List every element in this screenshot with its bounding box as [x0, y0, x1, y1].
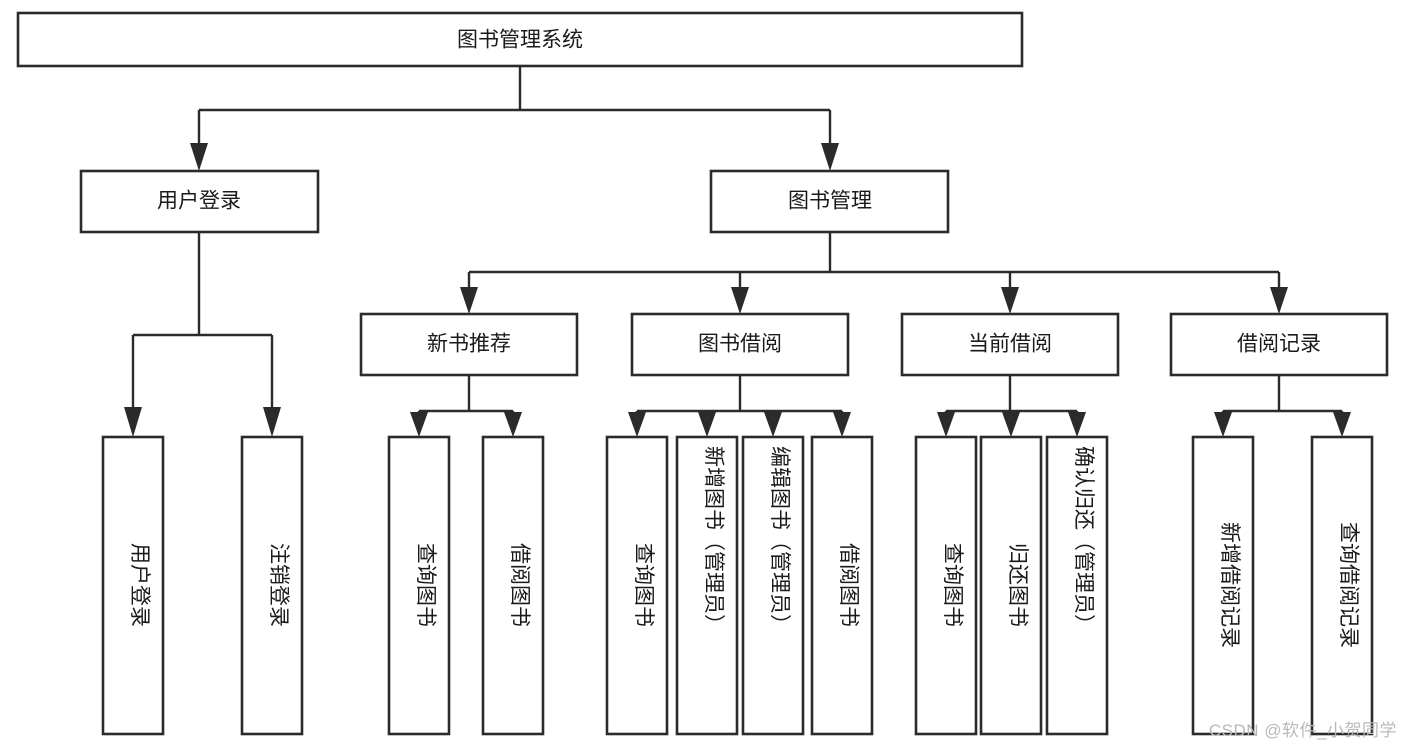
arrow-bookmanage-to-borrowrecord-icon	[1270, 287, 1288, 314]
leaf-return-book-box[interactable]	[979, 435, 1043, 736]
leaf-add-book-box[interactable]	[675, 435, 739, 736]
leaf-query-book-2[interactable]: 查询图书	[605, 435, 669, 736]
node-borrow-record-box[interactable]	[1169, 312, 1389, 377]
leaf-return-book-label: 归还图书	[1006, 543, 1029, 627]
leaf-query-record-box[interactable]	[1310, 435, 1374, 736]
arrow-borrowrecord-leaf2-icon	[1333, 412, 1351, 437]
node-user-login-label: 用户登录	[157, 190, 241, 213]
arrow-bookborrow-leaf3-icon	[764, 412, 782, 437]
leaf-edit-book-label: 编辑图书（管理员）	[768, 446, 791, 635]
node-root[interactable]: 图书管理系统	[16, 11, 1024, 68]
leaf-borrow-book-2-box[interactable]	[810, 435, 874, 736]
leaf-borrow-book-2[interactable]: 借阅图书	[810, 435, 874, 736]
leaf-add-record-label: 新增借阅记录	[1218, 522, 1241, 648]
leaf-return-book[interactable]: 归还图书	[979, 435, 1043, 736]
node-current-borrow-box[interactable]	[900, 312, 1120, 377]
node-book-borrow-label: 图书借阅	[698, 333, 782, 356]
arrow-newbook-leaf1-icon	[410, 412, 428, 437]
connector-layer	[124, 66, 1351, 437]
leaf-confirm-return-box[interactable]	[1045, 435, 1109, 736]
leaf-user-login[interactable]: 用户登录	[101, 435, 165, 736]
leaf-borrow-book-1-box[interactable]	[481, 435, 545, 736]
leaf-query-book-1-box[interactable]	[387, 435, 451, 736]
node-book-borrow-box[interactable]	[630, 312, 850, 377]
node-new-book-recommend-box[interactable]	[359, 312, 579, 377]
arrow-bookborrow-leaf2-icon	[698, 412, 716, 437]
node-new-book-recommend[interactable]: 新书推荐	[359, 312, 579, 377]
leaf-query-book-2-box[interactable]	[605, 435, 669, 736]
leaf-add-book[interactable]: 新增图书（管理员）	[675, 435, 739, 736]
leaf-logout-login-label: 注销登录	[267, 543, 290, 627]
leaf-query-book-3-box[interactable]	[914, 435, 978, 736]
arrow-bookmanage-to-bookborrow-icon	[731, 287, 749, 314]
arrow-userlogin-leaf2-icon	[263, 407, 281, 437]
node-user-login[interactable]: 用户登录	[79, 169, 320, 234]
arrow-bookmanage-to-newbook-icon	[460, 287, 478, 314]
leaf-query-book-3-label: 查询图书	[941, 543, 964, 627]
leaf-user-login-box[interactable]	[101, 435, 165, 736]
node-book-borrow[interactable]: 图书借阅	[630, 312, 850, 377]
leaf-confirm-return[interactable]: 确认归还（管理员）	[1045, 435, 1109, 736]
arrow-currentborrow-leaf2-icon	[1002, 412, 1020, 437]
node-borrow-record-label: 借阅记录	[1237, 333, 1321, 356]
leaf-logout-login[interactable]: 注销登录	[240, 435, 304, 736]
arrow-bookborrow-leaf1-icon	[628, 412, 646, 437]
arrow-bookmanage-to-currentborrow-icon	[1001, 287, 1019, 314]
node-new-book-recommend-label: 新书推荐	[427, 333, 511, 356]
node-borrow-record[interactable]: 借阅记录	[1169, 312, 1389, 377]
leaf-query-book-3[interactable]: 查询图书	[914, 435, 978, 736]
arrow-root-to-bookmanage-icon	[821, 143, 839, 171]
leaf-add-record[interactable]: 新增借阅记录	[1191, 435, 1255, 736]
leaf-logout-login-box[interactable]	[240, 435, 304, 736]
arrow-root-to-userlogin-icon	[190, 143, 208, 171]
leaf-confirm-return-label: 确认归还（管理员）	[1072, 446, 1095, 635]
leaf-user-login-label: 用户登录	[128, 543, 151, 627]
leaf-add-book-label: 新增图书（管理员）	[702, 446, 725, 635]
leaf-edit-book-box[interactable]	[741, 435, 805, 736]
arrow-borrowrecord-leaf1-icon	[1214, 412, 1232, 437]
leaf-query-book-1-label: 查询图书	[414, 543, 437, 627]
arrow-newbook-leaf2-icon	[504, 412, 522, 437]
node-root-label: 图书管理系统	[457, 29, 583, 52]
leaf-borrow-book-1-label: 借阅图书	[508, 543, 531, 627]
node-book-manage[interactable]: 图书管理	[709, 169, 950, 234]
leaf-query-record[interactable]: 查询借阅记录	[1310, 435, 1374, 736]
arrow-bookborrow-leaf4-icon	[833, 412, 851, 437]
leaf-query-book-2-label: 查询图书	[632, 543, 655, 627]
arrow-userlogin-leaf1-icon	[124, 407, 142, 437]
node-user-login-box[interactable]	[79, 169, 320, 234]
node-current-borrow[interactable]: 当前借阅	[900, 312, 1120, 377]
arrow-currentborrow-leaf3-icon	[1068, 412, 1086, 437]
csdn-watermark: CSDN @软件_小贺同学	[1208, 721, 1397, 740]
leaf-edit-book[interactable]: 编辑图书（管理员）	[741, 435, 805, 736]
node-current-borrow-label: 当前借阅	[968, 333, 1052, 356]
node-root-box[interactable]	[16, 11, 1024, 68]
leaf-query-record-label: 查询借阅记录	[1337, 522, 1360, 648]
node-book-manage-box[interactable]	[709, 169, 950, 234]
arrow-currentborrow-leaf1-icon	[937, 412, 955, 437]
leaf-borrow-book-1[interactable]: 借阅图书	[481, 435, 545, 736]
leaf-borrow-book-2-label: 借阅图书	[837, 543, 860, 627]
leaf-add-record-box[interactable]	[1191, 435, 1255, 736]
node-book-manage-label: 图书管理	[788, 190, 872, 213]
leaf-query-book-1[interactable]: 查询图书	[387, 435, 451, 736]
